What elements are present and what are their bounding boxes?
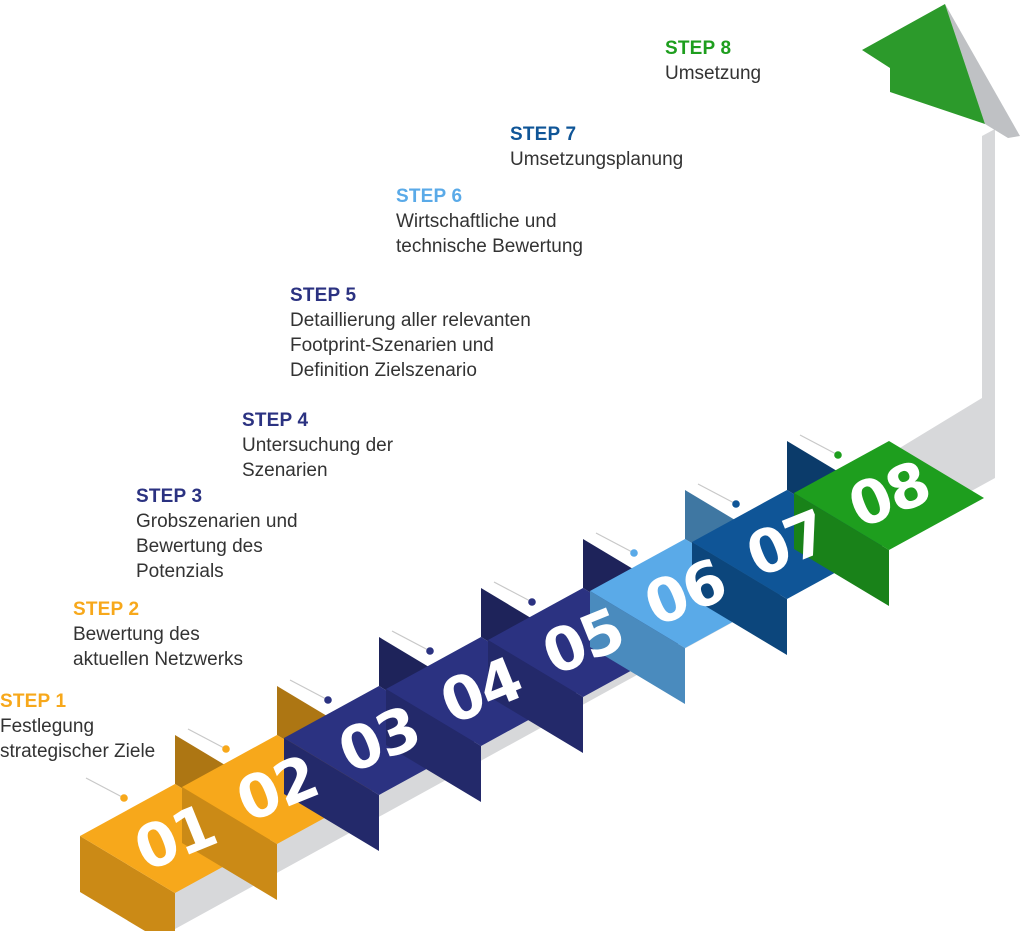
connector-dot-2	[222, 745, 230, 753]
step-1-title: STEP 1	[0, 691, 67, 712]
stair-riser-3	[284, 738, 379, 851]
step-8-title: STEP 8	[665, 38, 732, 59]
step-2-description: Bewertung des aktuellen Netzwerks	[73, 624, 244, 671]
step-8-description: Umsetzung	[665, 63, 762, 85]
connector-line-3	[289, 679, 329, 701]
stair-riser-6	[590, 591, 685, 704]
stair-riser-8	[794, 493, 889, 606]
stair-step-8	[794, 441, 984, 606]
connector-dot-5	[528, 598, 536, 606]
arrow-head	[862, 4, 985, 124]
arrow-head-shadow	[945, 4, 1020, 138]
stair-riser-7	[692, 542, 787, 655]
stair-tread-8	[794, 441, 984, 550]
step-label-6: STEP 6 Wirtschaftliche und technische Be…	[396, 184, 583, 259]
step-7-description: Umsetzungsplanung	[510, 149, 684, 171]
connector-dot-8	[834, 451, 842, 459]
connector-dot-7	[732, 500, 740, 508]
step-label-1: STEP 1 Festlegung strategischer Ziele	[0, 689, 155, 764]
step-label-2: STEP 2 Bewertung des aktuellen Netzwerks	[73, 597, 243, 672]
connector-dot-6	[630, 549, 638, 557]
connector-line-7	[697, 483, 737, 505]
step-label-8: STEP 8 Umsetzung	[665, 36, 761, 86]
step-1-description: Festlegung strategischer Ziele	[0, 716, 156, 763]
step-label-4: STEP 4 Untersuchung der Szenarien	[242, 408, 393, 483]
connector-line-1	[85, 777, 125, 799]
step-label-5: STEP 5 Detaillierung aller relevanten Fo…	[290, 283, 531, 383]
step-5-title: STEP 5	[290, 285, 357, 306]
connector-line-4	[391, 630, 431, 652]
stair-riser-5	[488, 640, 583, 753]
step-3-description: Grobszenarien und Bewertung des Potenzia…	[136, 511, 298, 583]
stair-riser-1	[80, 836, 175, 931]
step-5-description: Detaillierung aller relevanten Footprint…	[290, 310, 531, 382]
step-6-description: Wirtschaftliche und technische Bewertung	[396, 211, 583, 258]
step-3-title: STEP 3	[136, 486, 203, 507]
stair-riser-4	[386, 689, 481, 802]
connector-dot-3	[324, 696, 332, 704]
step-7-title: STEP 7	[510, 124, 577, 145]
step-2-title: STEP 2	[73, 599, 140, 620]
connector-line-2	[187, 728, 227, 750]
connector-dot-1	[120, 794, 128, 802]
connector-dot-4	[426, 647, 434, 655]
step-label-3: STEP 3 Grobszenarien und Bewertung des P…	[136, 484, 298, 584]
stair-riser-2	[182, 787, 277, 900]
step-4-title: STEP 4	[242, 410, 309, 431]
connector-line-8	[799, 434, 839, 456]
connector-line-6	[595, 532, 635, 554]
step-6-title: STEP 6	[396, 186, 463, 207]
step-4-description: Untersuchung der Szenarien	[242, 435, 394, 482]
connector-line-5	[493, 581, 533, 603]
step-label-7: STEP 7 Umsetzungsplanung	[510, 122, 683, 172]
